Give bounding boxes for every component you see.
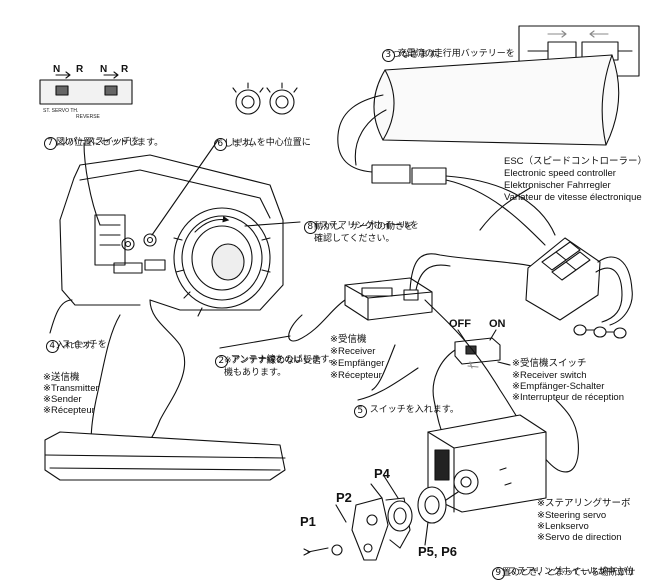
step-text-line: 図の位置にセットします。 bbox=[56, 138, 164, 148]
servo-label-de: ※Lenkservo bbox=[537, 521, 589, 532]
step-number: 4 bbox=[45, 340, 59, 353]
step-text-line: 入れます。 bbox=[56, 341, 101, 351]
switch-on-label: ON bbox=[489, 318, 506, 330]
step-text-line: 機もあります。 bbox=[224, 368, 287, 378]
step-number: 7 bbox=[43, 137, 57, 150]
reverse-switch-caption: ST. SERVO TH. bbox=[43, 108, 78, 114]
step-text-line: ※アンテナ線のない受信 bbox=[224, 356, 322, 366]
esc-label-fr: Variateur de vitesse électronique bbox=[504, 192, 642, 203]
receiver-illustration bbox=[344, 253, 541, 321]
step-text-line: アンテナ線をのばします。 bbox=[230, 355, 338, 365]
step-text-line: します。 bbox=[224, 139, 260, 149]
trim-knobs-diagram bbox=[232, 82, 298, 115]
step-number: 8 bbox=[303, 221, 317, 234]
esc-label-de: Elektronischer Fahrregler bbox=[504, 180, 611, 191]
receiver-label-jp: ※受信機 bbox=[330, 334, 367, 345]
servo-label-jp: ※ステアリングサーボ bbox=[537, 498, 631, 509]
receiver-switch-label-jp: ※受信機スイッチ bbox=[512, 358, 587, 369]
reverse-switch-diagram bbox=[39, 71, 133, 105]
step-text-line: トリムを中心位置に bbox=[229, 138, 311, 148]
transmitter-label-de: ※Sender bbox=[43, 394, 82, 405]
receiver-label-de: ※Empfänger bbox=[330, 358, 385, 369]
step-text-line: ステアリングホイールが中立位 bbox=[507, 567, 634, 577]
step-text-line: 置のとき、とまっている場所がサ bbox=[502, 568, 636, 578]
transmitter-label-en: ※Transmitter bbox=[43, 383, 99, 394]
reverse-switch-n1: N bbox=[53, 64, 61, 75]
step-number: 5 bbox=[353, 405, 367, 418]
reverse-switch-subcaption: REVERSE bbox=[76, 114, 101, 120]
step-text-line: 動かし、サーボの動きを bbox=[314, 222, 414, 232]
step-text-line: リバーススイッチを bbox=[59, 137, 141, 147]
step-text-line: ステアリングホイールを bbox=[319, 221, 419, 231]
leader-lines bbox=[49, 139, 531, 546]
reverse-switch-n2: N bbox=[100, 64, 108, 75]
esc-illustration bbox=[525, 237, 633, 339]
receiver-switch-label-fr: ※Interrupteur de réception bbox=[512, 392, 624, 403]
receiver-label-en: ※Receiver bbox=[330, 346, 376, 357]
part-label-p4: P4 bbox=[374, 466, 390, 481]
battery-pack bbox=[337, 54, 620, 173]
step-text-line: つなぎます。 bbox=[392, 50, 446, 60]
reverse-switch-r2: R bbox=[121, 64, 129, 75]
receiver-switch-label-en: ※Receiver switch bbox=[512, 370, 587, 381]
step-text-line: 充電済の走行用バッテリーを bbox=[397, 49, 515, 59]
esc-label-en: Electronic speed controller bbox=[504, 168, 616, 179]
steering-servo-illustration bbox=[427, 414, 547, 513]
switch-off-label: OFF bbox=[449, 318, 471, 330]
step-text-line: スイッチを入れます。 bbox=[369, 405, 459, 415]
receiver-label-fr: ※Récepteur bbox=[330, 370, 382, 381]
transmitter-illustration bbox=[44, 154, 286, 481]
servo-wire bbox=[424, 299, 579, 473]
step-number: 9 bbox=[491, 567, 505, 580]
transmitter-label-fr: ※Récepteur bbox=[43, 405, 95, 416]
servo-label-fr: ※Servo de direction bbox=[537, 532, 622, 543]
step-number: 3 bbox=[381, 49, 395, 62]
step-number: 6 bbox=[213, 138, 227, 151]
antenna-wire bbox=[288, 299, 346, 342]
part-label-p5-p6: P5, P6 bbox=[418, 544, 458, 559]
receiver-switch-label-de: ※Empfänger-Schalter bbox=[512, 381, 605, 392]
step-number: 2 bbox=[214, 355, 228, 368]
reverse-switch-r1: R bbox=[76, 64, 84, 75]
transmitter-label-jp: ※送信機 bbox=[43, 372, 80, 383]
part-label-p1: P1 bbox=[300, 514, 316, 529]
step-text-line: スイッチを bbox=[61, 340, 107, 350]
servo-label-en: ※Steering servo bbox=[537, 510, 607, 521]
part-label-p2: P2 bbox=[336, 490, 352, 505]
step-text-line: 確認してください。 bbox=[314, 234, 395, 244]
esc-label-jp: ESC（スピードコントローラー） bbox=[504, 156, 648, 167]
